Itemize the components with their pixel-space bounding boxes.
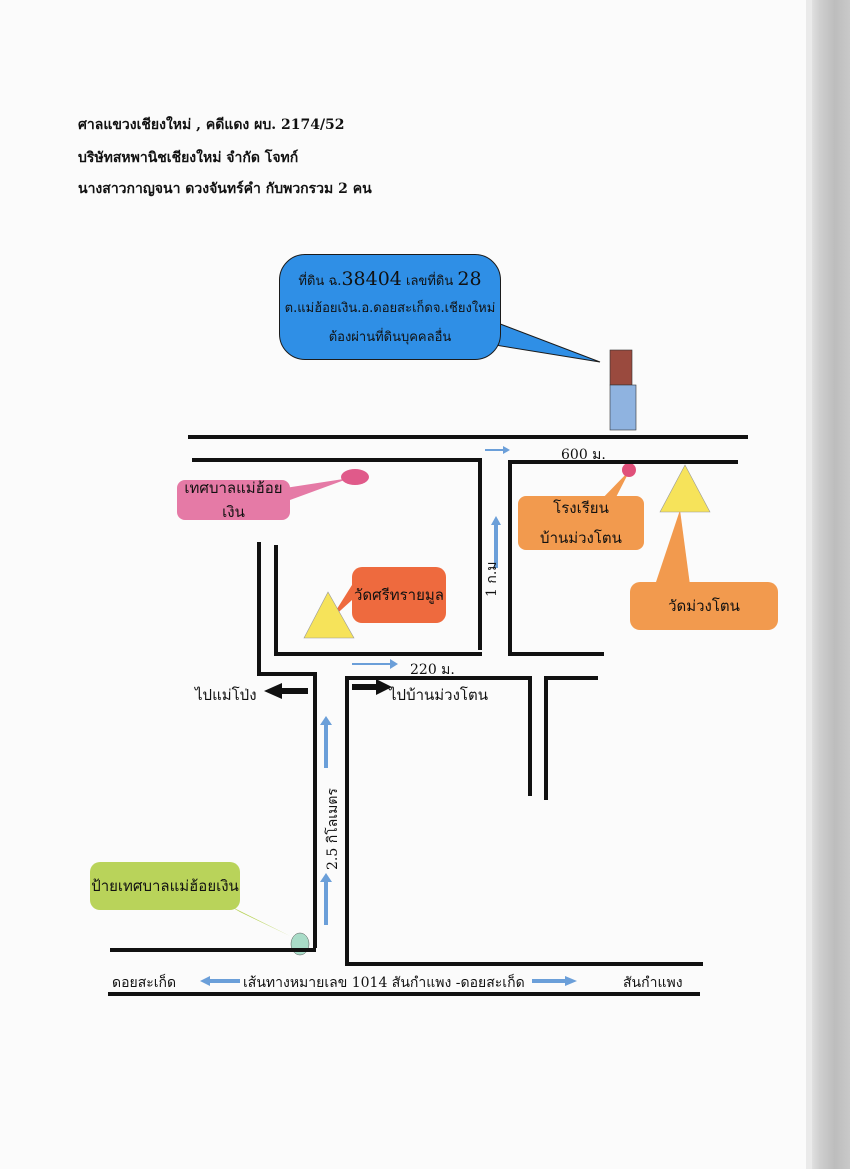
land-callout-tail (494, 321, 601, 363)
temple-sri-callout: วัดศรีทรายมูล (352, 567, 446, 623)
arrow-east-600 (485, 446, 510, 454)
land-plot-bottom (609, 384, 637, 431)
road-2-5km-west (313, 672, 317, 948)
temple-muang-callout: วัดม่วงโตน (630, 582, 778, 630)
school-label-line1: โรงเรียน (553, 499, 609, 517)
land-title-number: 38404 (341, 267, 402, 290)
municipality-callout-tail (285, 478, 350, 500)
road-west-outer (257, 542, 261, 676)
road-branch-a (528, 676, 532, 796)
land-plot-number: 28 (457, 267, 482, 290)
route-1014-label: เส้นทางหมายเลข 1014 สันกำแพง -ดอยสะเก็ด (243, 975, 525, 991)
arrow-east-ban-muang (352, 679, 392, 695)
road-branch-b (544, 676, 548, 800)
arrow-east-san (532, 976, 577, 986)
arrow-west-mae-pong (264, 683, 308, 699)
direction-arrows (200, 446, 577, 986)
arrow-north-2-5a (320, 716, 332, 768)
distance-600m-label: 600 ม. (561, 447, 606, 463)
school-marker (622, 463, 636, 477)
road-1014-east-upper (345, 962, 703, 966)
road-west-inner (274, 545, 278, 655)
road-1014-lower (108, 992, 700, 996)
distance-2-5km-label: 2.5 กิโลเมตร (325, 788, 341, 870)
distance-220m-label: 220 ม. (410, 662, 455, 678)
to-mae-pong-label: ไปแม่โป่ง (195, 686, 257, 704)
scan-shadow (812, 0, 850, 1169)
header-defendant-line: นางสาวกาญจนา ดวงจันทร์คำ กับพวกรวม 2 คน (78, 181, 372, 197)
arrow-east-220 (352, 659, 398, 669)
school-callout: โรงเรียน บ้านม่วงโตน (518, 496, 644, 550)
temple-muang-callout-tail (655, 510, 690, 585)
road-branch-b-top (544, 676, 598, 680)
land-plot-top (609, 349, 633, 386)
black-arrows (264, 679, 392, 699)
doi-saket-label: ดอยสะเก็ด (112, 975, 177, 991)
road-main-north (188, 435, 748, 439)
sign-callout: ป้ายเทศบาลแม่ฮ้อยเงิน (90, 862, 240, 910)
san-kamphaeng-label: สันกำแพง (623, 975, 683, 991)
arrow-north-1km (491, 516, 501, 568)
land-callout-line1: ที่ดิน ฉ.38404 เลขที่ดิน 28 (298, 268, 481, 291)
school-label-line2: บ้านม่วงโตน (540, 529, 622, 547)
road-1km-bottom (508, 652, 604, 656)
road-junction-west (257, 672, 315, 676)
municipality-marker (341, 469, 369, 485)
road-temple-bottom (274, 652, 482, 656)
land-callout: ที่ดิน ฉ.38404 เลขที่ดิน 28 ต.แม่ฮ้อยเงิ… (279, 254, 501, 360)
road-1km-east-edge (508, 460, 512, 656)
temple-muang-triangle (659, 464, 711, 513)
road-north-right (510, 460, 738, 464)
road-north-left (192, 458, 482, 462)
land-callout-mid: เลขที่ดิน (401, 273, 458, 289)
sign-callout-tail (228, 905, 290, 936)
arrow-west-doi (200, 976, 240, 986)
land-callout-prefix: ที่ดิน ฉ. (298, 273, 342, 289)
road-junction-east (345, 676, 531, 680)
land-callout-location: ต.แม่ฮ้อยเงิน.อ.ดอยสะเก็ดจ.เชียงใหม่ (284, 300, 496, 316)
distance-1km-label: 1 ก.ม (484, 561, 500, 597)
road-2-5km-east (345, 676, 349, 964)
land-callout-note: ต้องผ่านที่ดินบุคคลอื่น (328, 329, 452, 345)
header-case-line: ศาลแขวงเชียงใหม่ , คดีแดง ผบ. 2174/52 (78, 117, 345, 133)
municipality-callout: เทศบาลแม่ฮ้อยเงิน (177, 479, 290, 521)
to-ban-muang-label: ไปบ้านม่วงโตน (389, 686, 488, 704)
road-1014-west-upper (110, 948, 316, 952)
header-plaintiff-line: บริษัทสหพานิชเชียงใหม่ จำกัด โจทก์ (78, 150, 299, 166)
scan-edge (806, 0, 812, 1169)
road-north-left-east-edge (478, 460, 482, 650)
arrow-north-2-5b (320, 873, 332, 925)
temple-sri-triangle (303, 591, 355, 639)
